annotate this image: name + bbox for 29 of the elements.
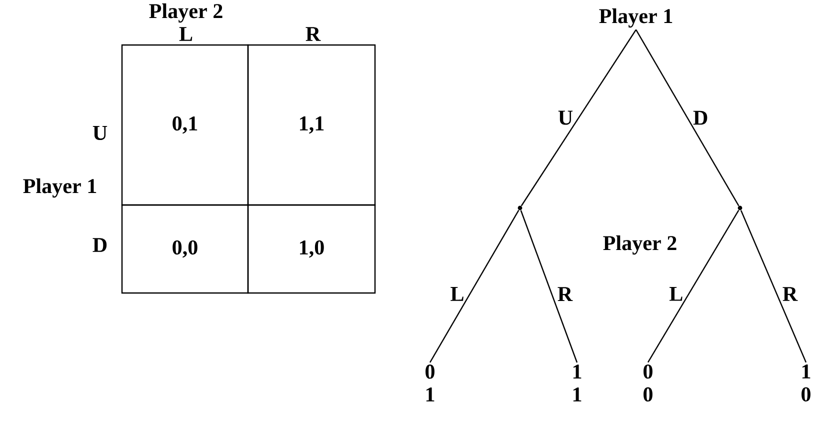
axis-label: Player 1 xyxy=(23,178,96,198)
payoff-cell: 0,0 xyxy=(121,204,249,294)
branch-line xyxy=(647,210,740,363)
branch-line xyxy=(429,210,520,363)
edge-label: U xyxy=(558,110,573,125)
player-label: Player 1 xyxy=(599,8,672,28)
edge-label: R xyxy=(782,287,798,301)
edge-label: L xyxy=(450,287,464,301)
payoff-label: 1 0 xyxy=(802,364,810,402)
payoff-cell: 1,0 xyxy=(247,204,376,294)
branch-line xyxy=(740,210,807,363)
branch-point xyxy=(738,206,742,210)
payoff-label: 0 1 xyxy=(426,364,434,402)
branch-point xyxy=(518,206,522,210)
edge-label: D xyxy=(693,110,708,125)
branch-line xyxy=(520,210,578,363)
edge-label: L xyxy=(669,286,682,301)
payoff-cell: 0,1 xyxy=(121,44,249,206)
branch-line xyxy=(635,29,740,206)
edge-label: R xyxy=(558,287,573,301)
branch-line xyxy=(520,29,637,206)
axis-label: D xyxy=(92,238,107,252)
axis-label: Player 2 xyxy=(603,235,676,255)
axis-label: R xyxy=(306,27,321,41)
payoff-cell: 1,1 xyxy=(247,44,376,206)
axis-label: L xyxy=(179,27,192,41)
payoff-label: 1 1 xyxy=(573,364,582,402)
axis-label: Player 2 xyxy=(149,3,222,23)
payoff-label: 0 0 xyxy=(644,364,652,402)
